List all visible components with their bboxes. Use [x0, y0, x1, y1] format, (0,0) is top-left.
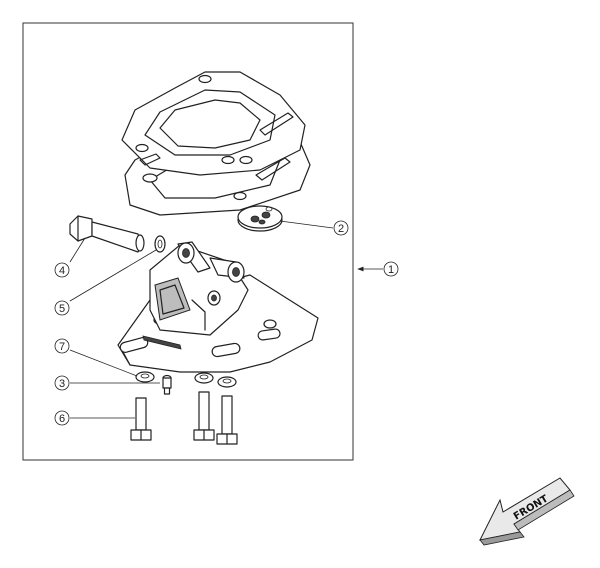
washer-mid-left	[194, 372, 214, 384]
leader-4	[69, 237, 86, 263]
mount-bracket-with-base-plate	[117, 241, 319, 373]
callout-3: 3	[54, 375, 70, 391]
washer-mid-right	[217, 376, 237, 388]
part-7-washer	[135, 371, 155, 383]
svg-text:1: 1	[388, 264, 394, 276]
part-4-long-bolt	[69, 215, 145, 253]
svg-text:5: 5	[59, 303, 65, 315]
spacer-plate-upper	[121, 71, 306, 176]
callout-6: 6	[54, 410, 70, 426]
part-5-washer	[154, 235, 166, 253]
svg-text:2: 2	[338, 223, 344, 235]
bolt-middle	[193, 391, 215, 441]
callout-2: 2	[333, 220, 349, 236]
callout-5: 5	[54, 300, 70, 316]
leader-lines	[69, 220, 383, 419]
part-3-small-screw	[162, 374, 172, 395]
leader-2	[279, 220, 334, 229]
callout-1: 1	[383, 261, 399, 277]
leader-7	[69, 349, 138, 377]
front-direction-arrow: FRONT	[479, 477, 575, 546]
svg-text:6: 6	[59, 413, 65, 425]
svg-text:3: 3	[59, 378, 65, 390]
assembly-frame	[22, 22, 354, 461]
bolt-right	[216, 395, 238, 445]
front-arrow-shape	[479, 477, 571, 541]
callout-7: 7	[54, 338, 70, 354]
svg-text:4: 4	[59, 265, 65, 277]
svg-text:7: 7	[59, 341, 65, 353]
callout-4: 4	[54, 262, 70, 278]
part-2-round-cap	[237, 205, 283, 232]
leader-5	[69, 249, 157, 302]
part-6-bolt-left	[130, 397, 152, 441]
